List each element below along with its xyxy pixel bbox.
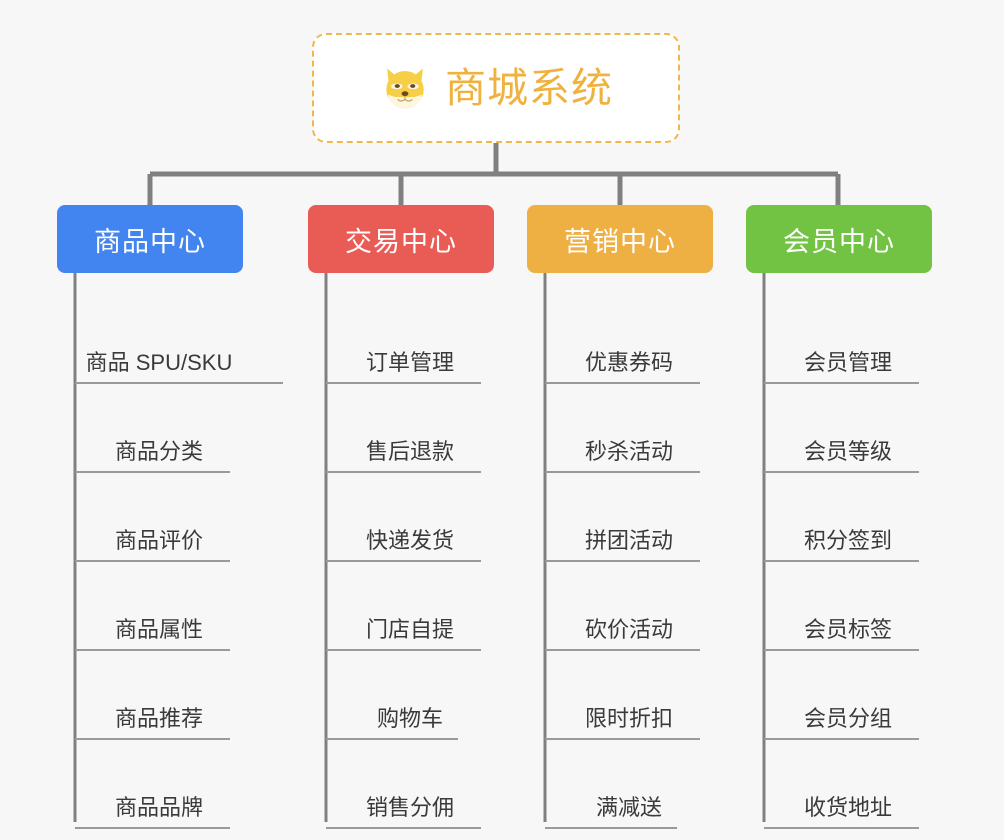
leaf-label: 满减送 — [595, 794, 662, 820]
leaf-item[interactable]: 优惠券码 — [545, 295, 713, 384]
leaf-label: 商品推荐 — [114, 705, 203, 731]
leaf-item[interactable]: 满减送 — [545, 740, 713, 829]
leaf-label: 商品属性 — [114, 616, 203, 642]
leaf-label: 商品品牌 — [114, 794, 203, 820]
leaf-underline — [75, 738, 230, 740]
leaf-item[interactable]: 限时折扣 — [545, 651, 713, 740]
category-column-1: 交易中心 订单管理 售后退款 快递发货 门店自提 购物车 — [308, 205, 494, 829]
leaf-label: 订单管理 — [365, 349, 454, 375]
category-column-3: 会员中心 会员管理 会员等级 积分签到 会员标签 会员分组 — [746, 205, 932, 829]
category-header-1[interactable]: 交易中心 — [308, 205, 494, 273]
leaf-label: 限时折扣 — [584, 705, 673, 731]
leaf-label: 售后退款 — [365, 438, 454, 464]
leaf-underline — [545, 471, 700, 473]
leaf-list-2: 优惠券码 秒杀活动 拼团活动 砍价活动 限时折扣 满减送 — [527, 295, 713, 829]
leaf-item[interactable]: 拼团活动 — [545, 473, 713, 562]
leaf-label: 砍价活动 — [584, 616, 673, 642]
leaf-item[interactable]: 订单管理 — [326, 295, 494, 384]
leaf-underline — [545, 382, 700, 384]
leaf-item[interactable]: 会员管理 — [764, 295, 932, 384]
leaf-underline — [75, 382, 283, 384]
leaf-list-0: 商品 SPU/SKU 商品分类 商品评价 商品属性 商品推荐 商品品牌 — [57, 295, 283, 829]
leaf-label: 会员管理 — [803, 349, 892, 375]
leaf-label: 收货地址 — [803, 794, 892, 820]
leaf-label: 门店自提 — [365, 616, 454, 642]
leaf-label: 积分签到 — [803, 527, 892, 553]
leaf-underline — [764, 382, 919, 384]
leaf-item[interactable]: 秒杀活动 — [545, 384, 713, 473]
category-header-3[interactable]: 会员中心 — [746, 205, 932, 273]
leaf-label: 优惠券码 — [584, 349, 673, 375]
category-header-0[interactable]: 商品中心 — [57, 205, 243, 273]
leaf-underline — [545, 649, 700, 651]
category-column-0: 商品中心 商品 SPU/SKU 商品分类 商品评价 商品属性 商品推荐 — [57, 205, 283, 829]
leaf-underline — [326, 649, 481, 651]
leaf-underline — [75, 827, 230, 829]
leaf-item[interactable]: 商品评价 — [75, 473, 243, 562]
leaf-item[interactable]: 商品推荐 — [75, 651, 243, 740]
category-column-2: 营销中心 优惠券码 秒杀活动 拼团活动 砍价活动 限时折扣 — [527, 205, 713, 829]
root-title: 商城系统 — [445, 64, 613, 111]
leaf-item[interactable]: 商品品牌 — [75, 740, 243, 829]
leaf-underline — [326, 738, 458, 740]
leaf-item[interactable]: 会员标签 — [764, 562, 932, 651]
leaf-underline — [75, 560, 230, 562]
leaf-item[interactable]: 售后退款 — [326, 384, 494, 473]
leaf-item[interactable]: 销售分佣 — [326, 740, 494, 829]
leaf-label: 秒杀活动 — [584, 438, 673, 464]
leaf-item[interactable]: 积分签到 — [764, 473, 932, 562]
root-node[interactable]: 商城系统 — [312, 33, 680, 143]
leaf-underline — [545, 560, 700, 562]
leaf-item[interactable]: 门店自提 — [326, 562, 494, 651]
leaf-label: 销售分佣 — [365, 794, 454, 820]
leaf-label: 商品分类 — [114, 438, 203, 464]
leaf-underline — [764, 471, 919, 473]
leaf-underline — [326, 471, 481, 473]
leaf-item[interactable]: 购物车 — [326, 651, 494, 740]
leaf-underline — [764, 738, 919, 740]
shiba-dog-face-icon — [386, 68, 424, 109]
leaf-label: 快递发货 — [365, 527, 454, 553]
category-header-2[interactable]: 营销中心 — [527, 205, 713, 273]
leaf-list-1: 订单管理 售后退款 快递发货 门店自提 购物车 销售分佣 — [308, 295, 494, 829]
leaf-label: 会员分组 — [803, 705, 892, 731]
leaf-item[interactable]: 快递发货 — [326, 473, 494, 562]
leaf-label: 购物车 — [376, 705, 443, 731]
leaf-underline — [545, 738, 700, 740]
leaf-underline — [326, 560, 481, 562]
leaf-underline — [326, 382, 481, 384]
leaf-label: 商品评价 — [114, 527, 203, 553]
leaf-underline — [326, 827, 481, 829]
leaf-item[interactable]: 收货地址 — [764, 740, 932, 829]
leaf-item[interactable]: 商品 SPU/SKU — [75, 295, 283, 384]
leaf-label: 拼团活动 — [584, 527, 673, 553]
leaf-label: 会员标签 — [803, 616, 892, 642]
leaf-underline — [75, 471, 230, 473]
leaf-item[interactable]: 商品属性 — [75, 562, 243, 651]
leaf-item[interactable]: 会员等级 — [764, 384, 932, 473]
leaf-label: 会员等级 — [803, 438, 892, 464]
leaf-item[interactable]: 会员分组 — [764, 651, 932, 740]
leaf-underline — [545, 827, 677, 829]
leaf-underline — [764, 649, 919, 651]
leaf-underline — [75, 649, 230, 651]
leaf-underline — [764, 827, 919, 829]
leaf-underline — [764, 560, 919, 562]
leaf-label: 商品 SPU/SKU — [85, 349, 233, 375]
leaf-list-3: 会员管理 会员等级 积分签到 会员标签 会员分组 收货地址 — [746, 295, 932, 829]
leaf-item[interactable]: 商品分类 — [75, 384, 243, 473]
leaf-item[interactable]: 砍价活动 — [545, 562, 713, 651]
